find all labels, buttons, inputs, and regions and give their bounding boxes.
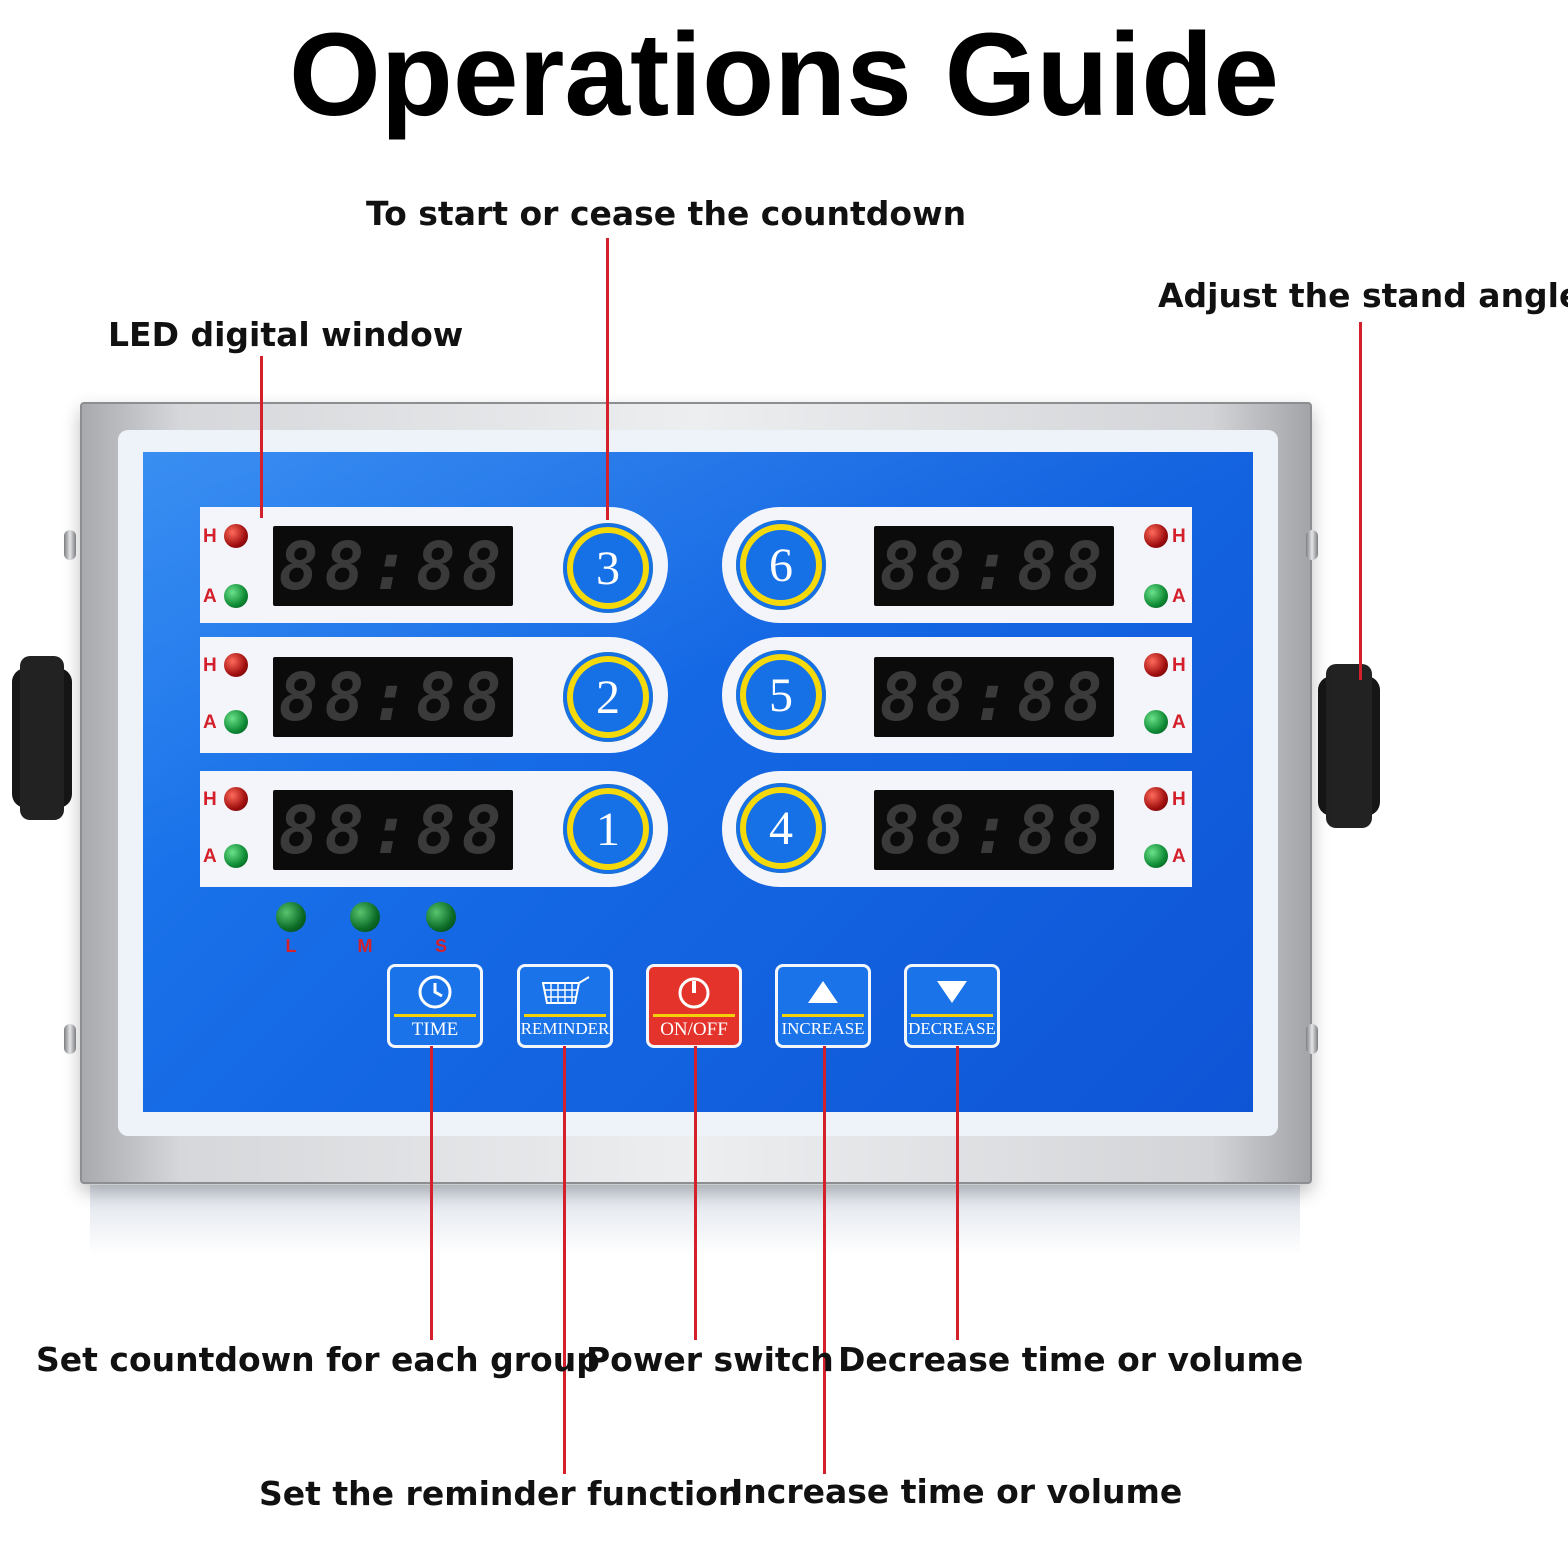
decrease-button[interactable]: DECREASE [904,964,1000,1048]
alarm-indicator-led [1144,584,1168,608]
group-number: 1 [596,802,620,856]
screw [1306,530,1318,560]
high-indicator-led [224,653,248,677]
callout-increase: Increase time or volume [731,1472,1183,1511]
time-button-label: TIME [411,1019,459,1040]
leader-line-led [260,356,263,518]
alarm-indicator-led [224,584,248,608]
led-label-h: H [203,655,217,676]
leader-line-stand [1359,322,1362,680]
reminder-button[interactable]: REMINDER [517,964,613,1048]
group-4-start-button[interactable]: 4 [736,783,826,873]
clock-icon [390,973,480,1011]
led-digital-window: 88:88 [273,790,513,870]
volume-led-label: L [285,936,297,956]
high-indicator-led [224,787,248,811]
led-label-a: A [203,846,217,867]
decrease-button-label: DECREASE [908,1019,996,1038]
right-stand-knob[interactable] [1318,664,1380,828]
led-label-a: A [1172,846,1186,867]
volume-led-label: S [434,936,447,956]
callout-stand-angle: Adjust the stand angle [1158,276,1568,315]
led-digital-window: 88:88 [874,526,1114,606]
group-number: 2 [596,670,620,724]
alarm-indicator-led [1144,844,1168,868]
callout-power-switch: Power switch [586,1340,834,1379]
led-label-h: H [1172,526,1186,547]
led-label-h: H [1172,655,1186,676]
callout-start-stop: To start or cease the countdown [366,194,967,233]
leader-line-reminder [563,1046,566,1474]
alarm-indicator-led [1144,710,1168,734]
group-3-start-button[interactable]: 3 [563,523,653,613]
callout-reminder: Set the reminder function [259,1474,742,1513]
led-label-h: H [203,526,217,547]
display-readout: 88:88 [879,658,1109,736]
screw [64,530,76,560]
increase-button[interactable]: INCREASE [775,964,871,1048]
power-button-label: ON/OFF [660,1019,728,1040]
group-1-start-button[interactable]: 1 [563,784,653,874]
page-title: Operations Guide [288,9,1280,141]
increase-button-label: INCREASE [781,1019,865,1038]
group-number: 3 [596,541,620,595]
high-indicator-led [1144,524,1168,548]
leader-line-start [606,238,609,520]
triangle-up-icon [778,973,868,1011]
volume-led-s [426,902,456,932]
triangle-down-icon [907,973,997,1011]
callout-set-countdown: Set countdown for each group [36,1340,600,1379]
leader-line-power [694,1046,697,1340]
group-number: 5 [769,668,793,722]
volume-led-label: M [357,936,373,956]
basket-icon [520,973,610,1011]
display-readout: 88:88 [879,527,1109,605]
alarm-indicator-led [224,844,248,868]
display-readout: 88:88 [278,527,508,605]
time-button[interactable]: TIME [387,964,483,1048]
led-digital-window: 88:88 [874,790,1114,870]
callout-led-window: LED digital window [108,315,464,354]
group-6-start-button[interactable]: 6 [736,520,826,610]
left-stand-knob[interactable] [12,656,72,820]
group-5-start-button[interactable]: 5 [736,650,826,740]
led-label-h: H [1172,789,1186,810]
led-label-a: A [203,712,217,733]
group-number: 4 [769,801,793,855]
high-indicator-led [1144,653,1168,677]
leader-line-increase [823,1046,826,1474]
led-label-a: A [1172,586,1186,607]
alarm-indicator-led [224,710,248,734]
reminder-button-label: REMINDER [520,1019,610,1038]
display-readout: 88:88 [278,658,508,736]
group-number: 6 [769,538,793,592]
leader-line-time [430,1046,433,1340]
display-readout: 88:88 [278,791,508,869]
callout-decrease: Decrease time or volume [838,1340,1304,1379]
led-label-a: A [1172,712,1186,733]
screw [1306,1024,1318,1054]
led-label-a: A [203,586,217,607]
power-icon [649,973,739,1011]
display-readout: 88:88 [879,791,1109,869]
volume-led-m [350,902,380,932]
led-digital-window: 88:88 [273,526,513,606]
group-2-start-button[interactable]: 2 [563,652,653,742]
screw [64,1024,76,1054]
power-button[interactable]: ON/OFF [646,964,742,1048]
led-label-h: H [203,789,217,810]
high-indicator-led [224,524,248,548]
volume-led-l [276,902,306,932]
led-digital-window: 88:88 [874,657,1114,737]
leader-line-decrease [956,1046,959,1340]
led-digital-window: 88:88 [273,657,513,737]
high-indicator-led [1144,787,1168,811]
